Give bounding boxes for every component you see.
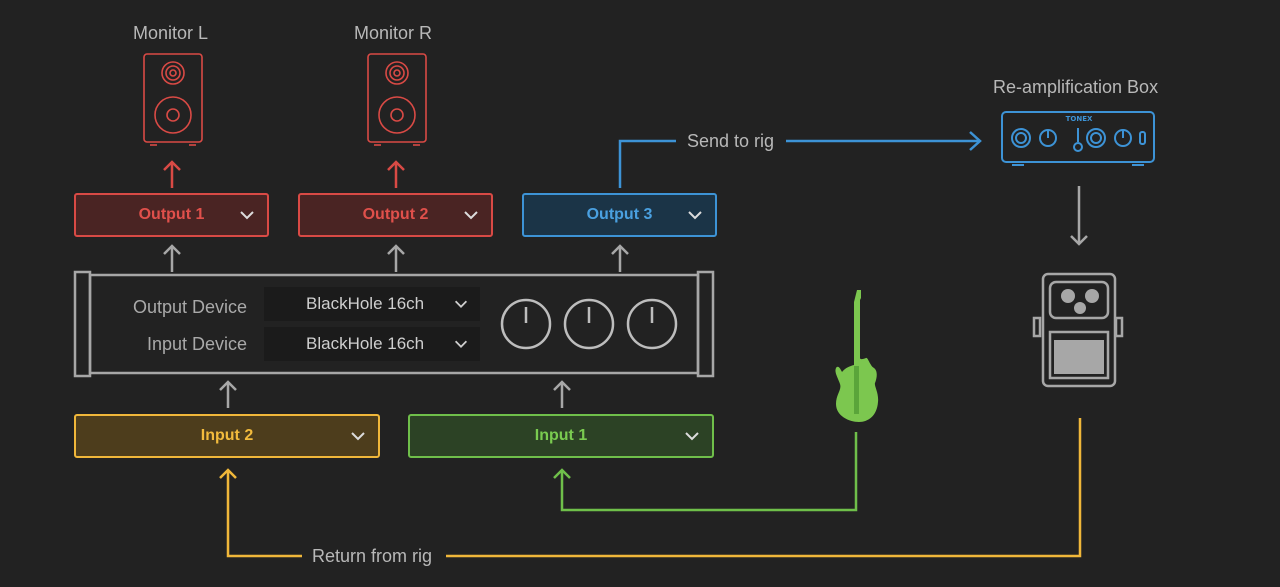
- output-1-select[interactable]: Output 1: [74, 193, 269, 237]
- chevron-down-icon: [240, 211, 254, 220]
- knob-3[interactable]: [625, 297, 679, 351]
- arrow-interface-to-output3: [611, 244, 629, 272]
- guitar-to-input1-line: [553, 432, 858, 512]
- guitar-icon: [835, 290, 879, 422]
- input-device-select[interactable]: BlackHole 16ch: [264, 327, 480, 361]
- arrow-output1-to-monitor-left: [163, 160, 181, 188]
- chevron-down-icon: [688, 211, 702, 220]
- knob-2[interactable]: [562, 297, 616, 351]
- input-2-select[interactable]: Input 2: [74, 414, 380, 458]
- speaker-icon: [143, 53, 203, 146]
- chevron-down-icon: [454, 340, 468, 348]
- arrow-input1-to-interface: [553, 380, 571, 408]
- reamp-box-graphic: [1001, 111, 1155, 166]
- output-2-label: Output 2: [362, 206, 429, 223]
- input-1-select[interactable]: Input 1: [408, 414, 714, 458]
- output-device-value: BlackHole 16ch: [306, 294, 425, 313]
- send-to-rig-label: Send to rig: [687, 131, 775, 151]
- output-1-label: Output 1: [138, 206, 205, 223]
- arrow-output2-to-monitor-right: [387, 160, 405, 188]
- speaker-icon: [367, 53, 427, 146]
- input-1-label: Input 1: [534, 427, 588, 444]
- send-to-rig-line: [618, 131, 982, 188]
- output-2-select[interactable]: Output 2: [298, 193, 493, 237]
- monitor-left-label: Monitor L: [133, 23, 209, 43]
- output-3-label: Output 3: [586, 206, 653, 223]
- input-device-value: BlackHole 16ch: [306, 334, 425, 353]
- monitor-right-label: Monitor R: [354, 23, 433, 43]
- chevron-down-icon: [464, 211, 478, 220]
- chevron-down-icon: [351, 432, 365, 441]
- knob-1[interactable]: [499, 297, 553, 351]
- chevron-down-icon: [454, 300, 468, 308]
- arrow-interface-to-output1: [163, 244, 181, 272]
- reamp-box-icon: TONEX: [1000, 110, 1158, 170]
- output-3-select[interactable]: Output 3: [522, 193, 717, 237]
- arrow-interface-to-output2: [387, 244, 405, 272]
- input-2-label: Input 2: [200, 427, 254, 444]
- reamp-box-label: Re-amplification Box: [993, 77, 1159, 97]
- return-from-rig-label: Return from rig: [312, 546, 433, 566]
- output-device-select[interactable]: BlackHole 16ch: [264, 287, 480, 321]
- arrow-reamp-to-pedal: [1070, 186, 1088, 246]
- output-device-label: Output Device: [132, 297, 247, 317]
- chevron-down-icon: [685, 432, 699, 441]
- arrow-input2-to-interface: [219, 380, 237, 408]
- return-from-rig-line: [219, 418, 1082, 558]
- reamp-brand: TONEX: [1065, 115, 1093, 123]
- input-device-label: Input Device: [146, 334, 247, 354]
- pedal-icon: [1032, 272, 1124, 388]
- audio-interface-frame: [73, 270, 715, 378]
